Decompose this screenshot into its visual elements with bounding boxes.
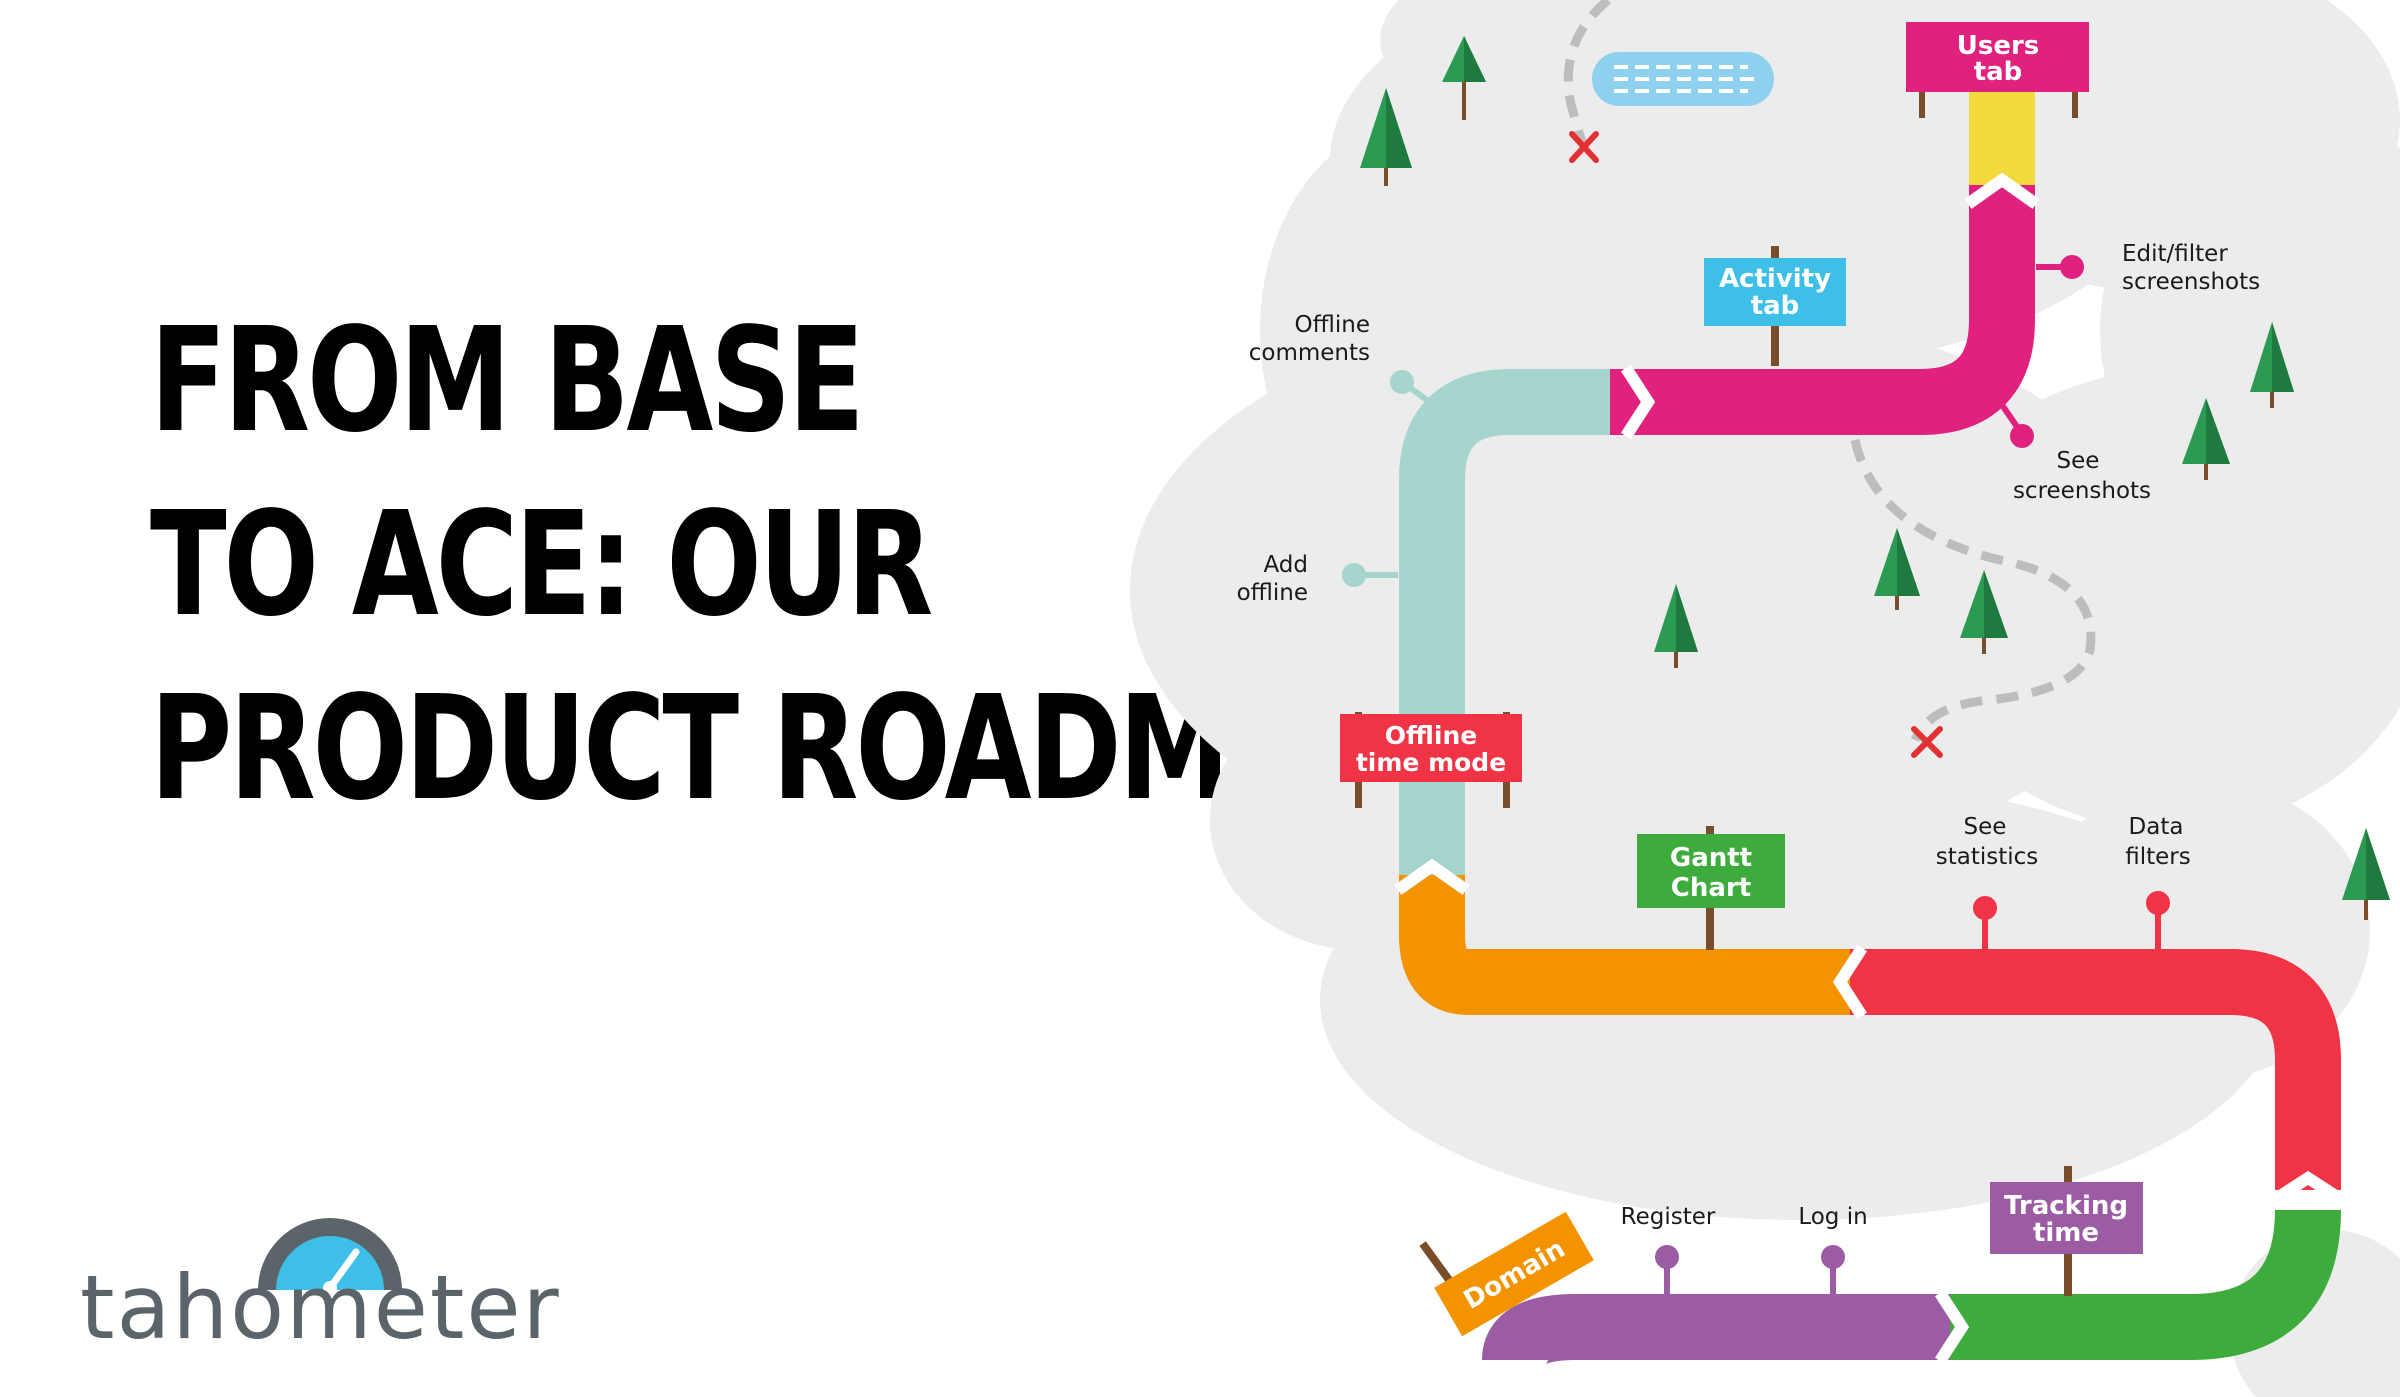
sign-gantt-chart: Gantt Chart bbox=[1637, 834, 1785, 908]
milestone-see-statistics-line-1: See bbox=[1964, 814, 2007, 840]
tree-icon bbox=[2182, 398, 2230, 480]
milestone-see-screenshots-line-1: See bbox=[2057, 448, 2100, 474]
milestone-add-offline: Add offline bbox=[1237, 552, 1308, 606]
milestone-offline-comments-line-1: Offline bbox=[1295, 312, 1370, 338]
sign-tracking-time: Tracking time bbox=[1990, 1182, 2143, 1254]
sign-users-tab-line-2: tab bbox=[1974, 57, 2023, 87]
tree-icon bbox=[2250, 322, 2294, 408]
road-orange bbox=[1399, 875, 1850, 1015]
milestone-data-filters-line-2: filters bbox=[2125, 844, 2191, 870]
dashed-trail-middle bbox=[1850, 439, 2096, 742]
headline: FROM BASE TO ACE: OUR PRODUCT ROADMAP bbox=[150, 288, 1393, 840]
milestone-see-screenshots-line-2: screenshots bbox=[2013, 478, 2151, 504]
tree-icon bbox=[1442, 36, 1486, 120]
lake bbox=[1592, 52, 1774, 106]
headline-line-2: TO ACE: OUR bbox=[150, 480, 933, 648]
road-chevrons bbox=[1394, 172, 2346, 1365]
milestone-data-filters: Data filters bbox=[2125, 814, 2191, 870]
road-green bbox=[1950, 1209, 2341, 1360]
sign-offline-line-1: Offline bbox=[1385, 721, 1477, 750]
sign-tracking-line-2: time bbox=[2033, 1218, 2099, 1248]
tahometer-logo: tahometer bbox=[80, 1218, 561, 1350]
milestone-edit-filter-line-2: screenshots bbox=[2122, 269, 2260, 295]
sign-activity-tab-line-2: tab bbox=[1751, 291, 1800, 321]
sign-gantt-line-2: Chart bbox=[1671, 873, 1751, 903]
milestone-data-filters-line-1: Data bbox=[2129, 814, 2184, 840]
milestone-see-screenshots: See screenshots bbox=[2013, 448, 2151, 504]
tree-icon bbox=[1654, 584, 1698, 668]
milestone-offline-comments: Offline comments bbox=[1249, 312, 1370, 366]
road-red bbox=[1850, 949, 2341, 1190]
logo-text: tahometer bbox=[80, 1256, 561, 1350]
sign-gantt-line-1: Gantt bbox=[1670, 843, 1752, 873]
milestone-edit-filter-line-1: Edit/filter bbox=[2122, 241, 2228, 267]
sign-users-tab: Users tab bbox=[1906, 22, 2089, 92]
x-mark-icon bbox=[1911, 726, 1943, 758]
milestone-offline-comments-line-2: comments bbox=[1249, 340, 1370, 366]
headline-line-1: FROM BASE bbox=[150, 296, 865, 464]
milestone-add-offline-line-1: Add bbox=[1263, 552, 1308, 578]
cloud-background bbox=[1130, 0, 2400, 1397]
tree-icon bbox=[1960, 570, 2008, 654]
milestone-edit-filter-screenshots: Edit/filter screenshots bbox=[2122, 241, 2260, 295]
milestone-see-statistics: See statistics bbox=[1936, 814, 2039, 870]
milestone-see-statistics-line-2: statistics bbox=[1936, 844, 2039, 870]
dashed-trail-top bbox=[1563, 0, 1611, 151]
sign-activity-tab-line-1: Activity bbox=[1719, 264, 1831, 294]
tree-icon bbox=[1874, 528, 1920, 610]
sign-activity-tab: Activity tab bbox=[1704, 258, 1846, 326]
tree-icon bbox=[1360, 88, 1412, 186]
x-mark-icon bbox=[1569, 131, 1599, 163]
sign-offline-line-2: time mode bbox=[1356, 748, 1506, 777]
road-purple bbox=[1482, 1294, 1950, 1367]
speedometer-icon bbox=[258, 1218, 402, 1295]
tree-icon bbox=[2342, 828, 2390, 920]
sign-tracking-line-1: Tracking bbox=[2004, 1191, 2128, 1221]
milestone-register: Register bbox=[1621, 1204, 1716, 1230]
sign-offline-time-mode: Offline time mode bbox=[1340, 714, 1522, 782]
milestone-add-offline-line-2: offline bbox=[1237, 580, 1308, 606]
milestone-log-in: Log in bbox=[1798, 1204, 1867, 1230]
road-magenta bbox=[1610, 185, 2035, 435]
road-teal bbox=[1399, 369, 1610, 875]
milestone-pins bbox=[1342, 255, 2170, 1295]
sign-users-tab-line-1: Users bbox=[1957, 31, 2040, 61]
